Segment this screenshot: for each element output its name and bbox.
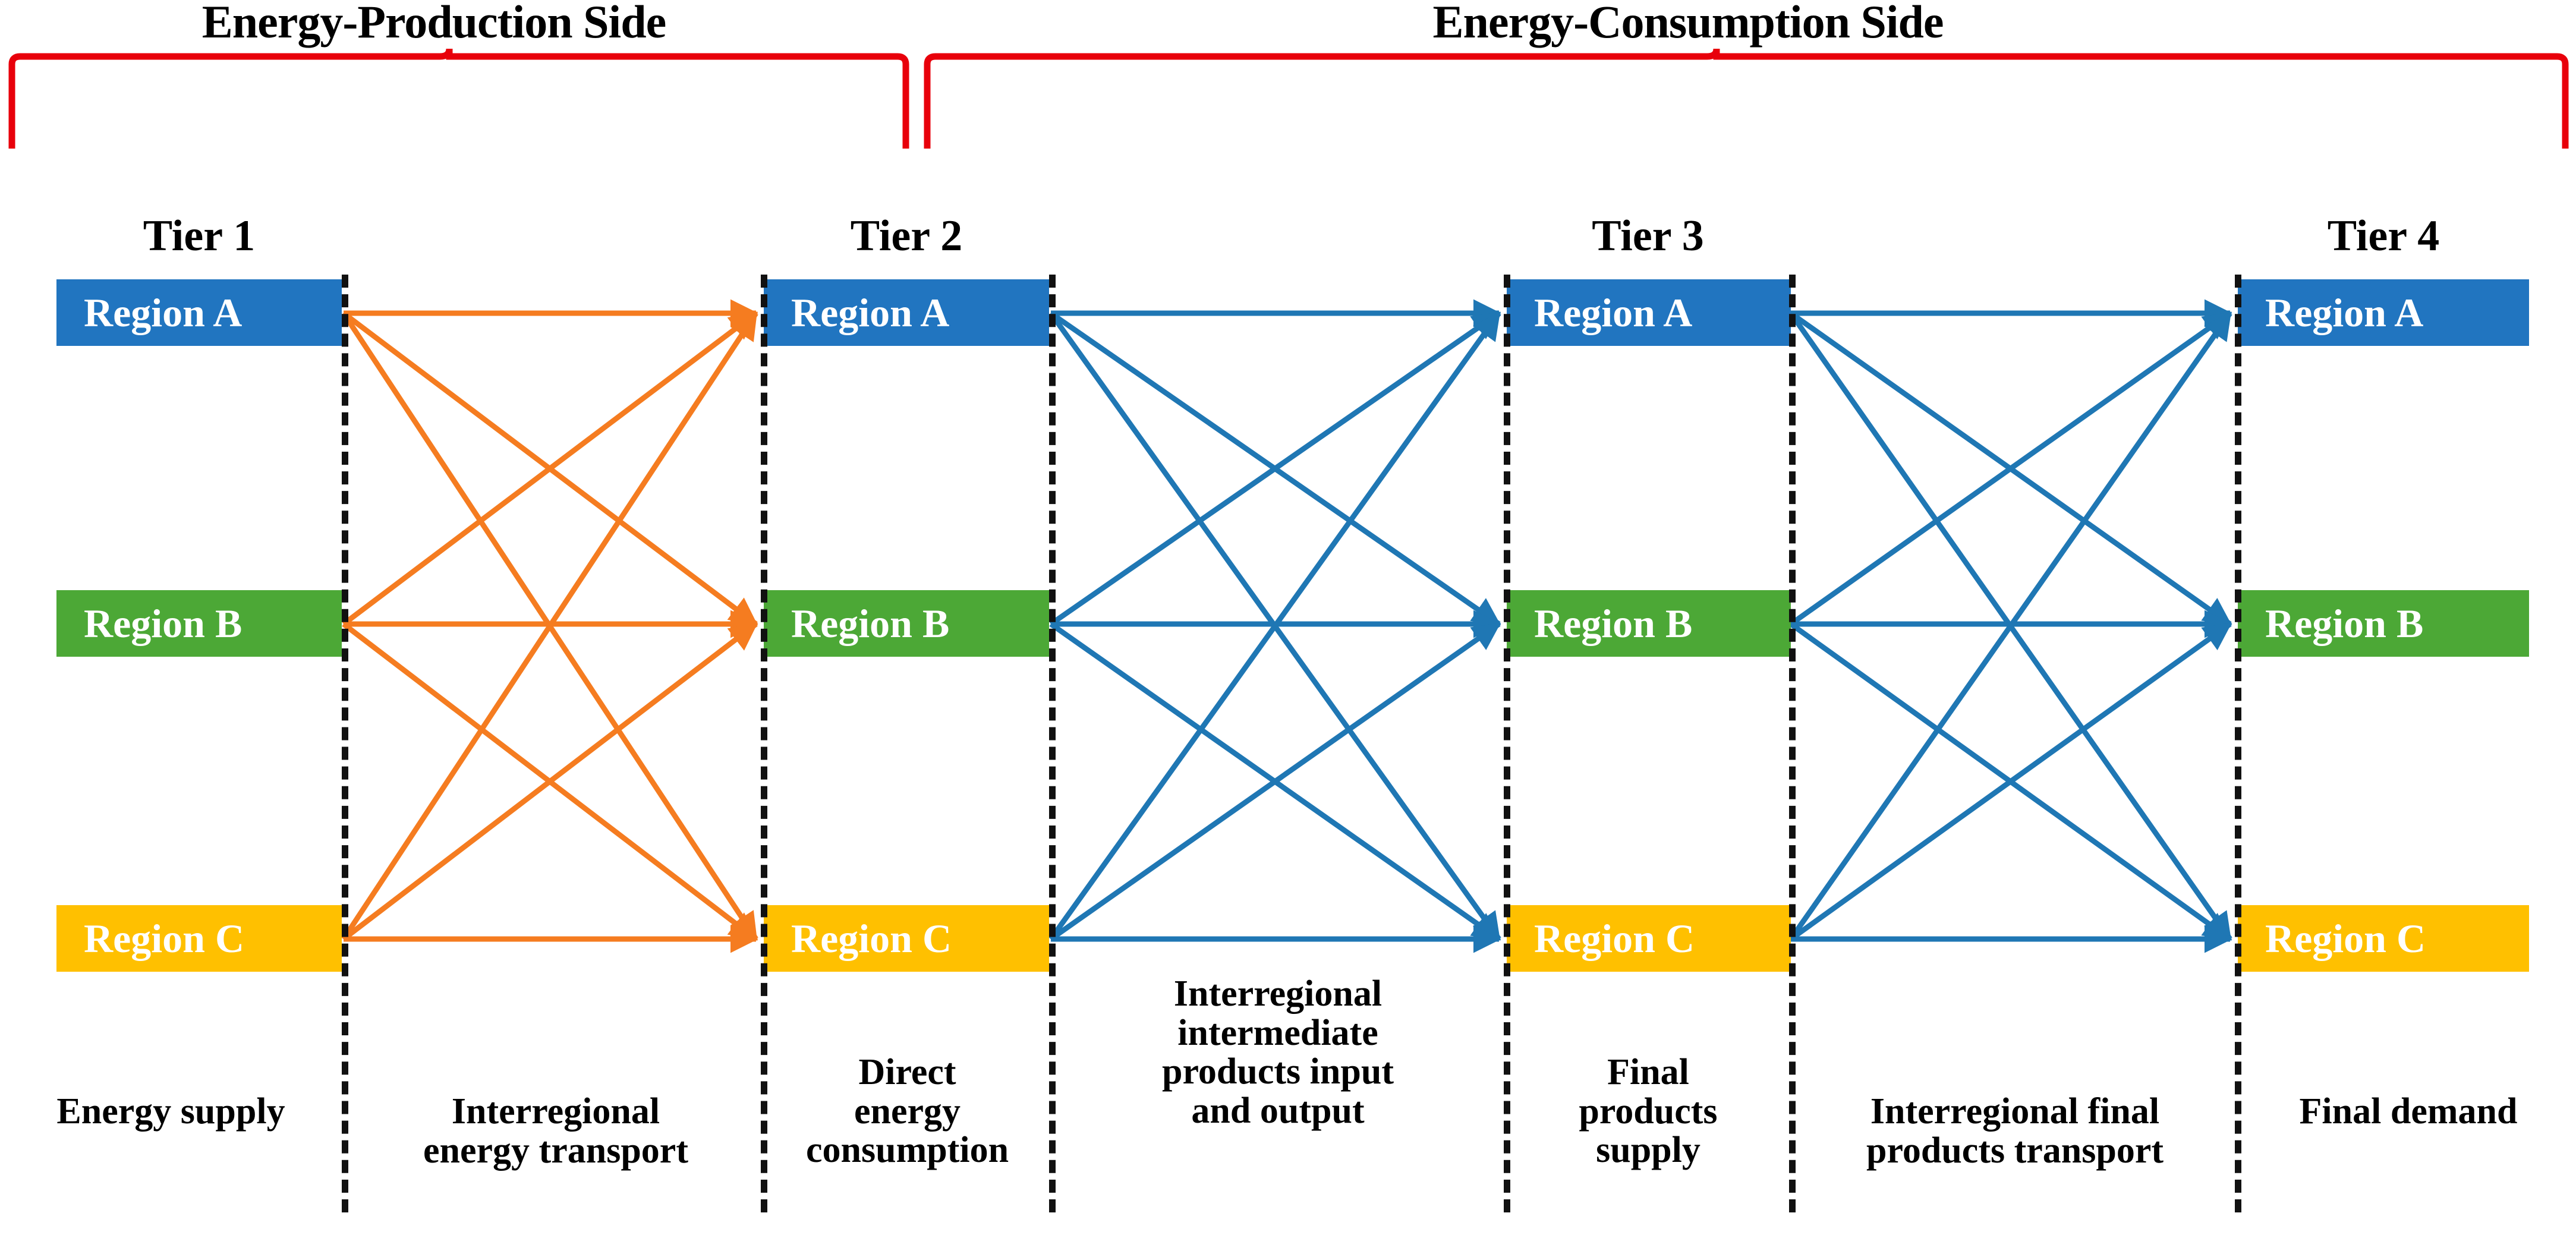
tier-title-3: Tier 3 (1592, 212, 1704, 260)
arrow-t3A-t4B (1789, 311, 2232, 626)
arrow-t1A-t2C (341, 311, 758, 941)
arrow-t3A-t4C (1788, 311, 2232, 941)
footer-line: Energy supply (56, 1091, 285, 1132)
region-label: Region A (2265, 289, 2424, 335)
arrow-t1C-t2A (341, 311, 758, 941)
arrow-t3B-t4A (1789, 311, 2232, 626)
divider-tier1-right (342, 275, 348, 1212)
footer-line: Final demand (2299, 1091, 2518, 1132)
region-box-tier2-b[interactable]: Region B (764, 590, 1049, 657)
footer-line: intermediate (1177, 1012, 1378, 1053)
footer-line: Interregional (451, 1091, 660, 1132)
footer-line: products input (1162, 1051, 1394, 1092)
arrow-t2A-t3B (1049, 311, 1501, 626)
region-label: Region B (1534, 600, 1693, 646)
footer-interregional-final-products-transport: Interregional final products transport (1798, 1092, 2232, 1170)
region-box-tier2-c[interactable]: Region C (764, 905, 1049, 972)
region-label: Region A (84, 289, 243, 335)
flow-group-tier1-tier2 (341, 299, 758, 953)
section-title-consumption: Energy-Consumption Side (1432, 0, 1944, 48)
region-label: Region B (84, 600, 243, 646)
arrow-t1A-t2B (342, 311, 758, 626)
bracket-consumption-path (924, 48, 2569, 149)
region-box-tier1-a[interactable]: Region A (56, 279, 342, 346)
region-box-tier3-a[interactable]: Region A (1507, 279, 1791, 346)
arrow-t3C-t4A (1788, 311, 2232, 941)
arrow-t3B-t4C (1789, 622, 2232, 941)
divider-tier4-left (2235, 275, 2241, 1212)
section-title-production: Energy-Production Side (201, 0, 666, 48)
region-label: Region C (2265, 915, 2426, 961)
tier-title-1: Tier 1 (143, 212, 256, 260)
region-label: Region B (791, 600, 950, 646)
footer-line: and output (1191, 1091, 1365, 1132)
footer-interregional-energy-transport: Interregional energy transport (351, 1092, 761, 1170)
region-box-tier2-a[interactable]: Region A (764, 279, 1049, 346)
arrow-t2C-t3A (1048, 311, 1501, 941)
footer-line: supply (1596, 1130, 1700, 1171)
footer-line: energy (854, 1091, 961, 1132)
region-box-tier3-c[interactable]: Region C (1507, 905, 1791, 972)
arrow-t3C-t4B (1789, 622, 2232, 941)
flow-group-tier3-tier4 (1788, 299, 2232, 953)
divider-tier2-right (1049, 275, 1056, 1212)
region-label: Region A (1534, 289, 1693, 335)
footer-line: Interregional final (1870, 1091, 2160, 1132)
footer-line: Direct (858, 1052, 956, 1092)
region-box-tier3-b[interactable]: Region B (1507, 590, 1791, 657)
region-label: Region C (791, 915, 952, 961)
footer-line: energy transport (423, 1130, 688, 1171)
arrow-t1B-t2A (342, 311, 758, 626)
arrow-t1B-t2C (342, 622, 758, 941)
footer-line: products transport (1866, 1130, 2164, 1171)
footer-direct-energy-consumption: Direct energy consumption (766, 1053, 1049, 1170)
divider-tier2-left (761, 275, 767, 1212)
region-box-tier4-c[interactable]: Region C (2238, 905, 2529, 972)
tier-title-4: Tier 4 (2327, 212, 2440, 260)
region-box-tier4-b[interactable]: Region B (2238, 590, 2529, 657)
footer-interregional-intermediate-products: Interregional intermediate products inpu… (1064, 973, 1492, 1132)
footer-final-products-supply: Final products supply (1509, 1053, 1788, 1170)
region-box-tier1-c[interactable]: Region C (56, 905, 342, 972)
divider-tier3-right (1789, 275, 1796, 1212)
region-box-tier4-a[interactable]: Region A (2238, 279, 2529, 346)
footer-line: products (1579, 1091, 1718, 1132)
arrow-t2C-t3B (1049, 622, 1501, 941)
footer-line: Interregional (1173, 973, 1383, 1014)
flow-group-tier2-tier3 (1048, 299, 1501, 953)
arrow-t2A-t3C (1048, 311, 1501, 941)
arrow-t2B-t3A (1049, 311, 1501, 626)
region-label: Region C (84, 915, 245, 961)
tier-title-2: Tier 2 (850, 212, 963, 260)
arrow-t1C-t2B (342, 622, 758, 941)
footer-final-demand: Final demand (2242, 1092, 2575, 1132)
arrow-t2B-t3C (1049, 622, 1501, 941)
region-label: Region B (2265, 600, 2424, 646)
region-box-tier1-b[interactable]: Region B (56, 590, 342, 657)
divider-tier3-left (1504, 275, 1510, 1212)
footer-line: Final (1607, 1052, 1689, 1092)
footer-line: consumption (805, 1130, 1009, 1171)
region-label: Region C (1534, 915, 1695, 961)
bracket-production-path (8, 48, 909, 149)
region-label: Region A (791, 289, 950, 335)
footer-energy-supply: Energy supply (0, 1092, 342, 1132)
